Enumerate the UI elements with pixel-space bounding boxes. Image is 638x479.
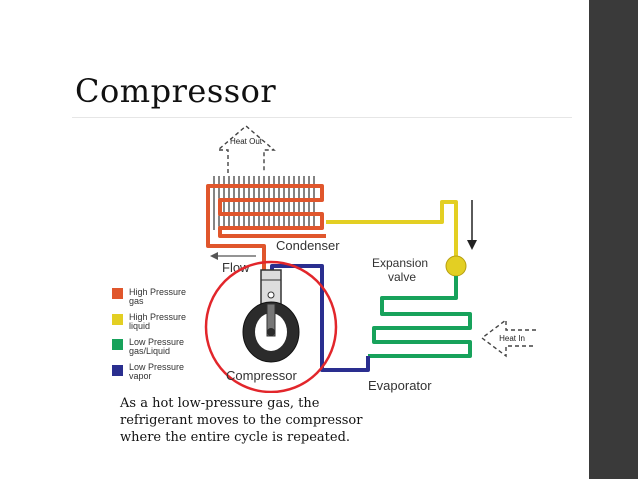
expansion-valve (445, 255, 467, 277)
low-pressure-gas-liquid-pipe (368, 276, 472, 358)
expansion-valve-label-line2: valve (388, 270, 416, 284)
high-pressure-liquid-pipe (326, 200, 458, 258)
heat-out-label: Heat Out (230, 137, 263, 146)
svg-text:Low Pressure: Low Pressure (129, 337, 184, 347)
compressor-unit (242, 269, 300, 363)
caption-box: As a hot low-pressure gas, the refrigera… (116, 393, 416, 457)
slide-title: Compressor (75, 72, 277, 110)
legend-item-high-pressure-liquid: High Pressure liquid (112, 312, 186, 331)
low-pressure-vapor-pipe (270, 264, 370, 372)
legend-item-low-pressure-gas-liquid: Low Pressure gas/Liquid (112, 337, 184, 356)
legend-item-low-pressure-vapor: Low Pressure vapor (112, 362, 184, 381)
caption-line: refrigerant moves to the compressor (120, 413, 363, 428)
heat-in-arrow: Heat In (480, 318, 536, 358)
legend-item-high-pressure-gas: High Pressure gas (112, 287, 186, 306)
heat-in-label: Heat In (499, 334, 525, 343)
condenser-label: Condenser (276, 238, 340, 253)
caption-line: where the entire cycle is repeated. (120, 430, 351, 445)
svg-text:liquid: liquid (129, 321, 150, 331)
flow-label: Flow (222, 260, 250, 275)
caption-line: As a hot low-pressure gas, the (120, 396, 320, 411)
svg-text:vapor: vapor (129, 371, 152, 381)
evaporator-label: Evaporator (368, 378, 432, 393)
legend: High Pressure gas High Pressure liquid L… (112, 287, 186, 381)
heat-out-arrow: Heat Out (216, 125, 276, 173)
svg-text:High Pressure: High Pressure (129, 312, 186, 322)
svg-text:High Pressure: High Pressure (129, 287, 186, 297)
svg-text:Low Pressure: Low Pressure (129, 362, 184, 372)
svg-text:gas: gas (129, 296, 144, 306)
compressor-highlight-circle (204, 260, 338, 394)
compressor-label: Compressor (226, 368, 297, 383)
title-divider (72, 117, 572, 118)
flow-indicator: Flow (210, 252, 256, 275)
expansion-valve-label-line1: Expansion (372, 256, 428, 270)
side-bar (589, 0, 638, 479)
svg-text:gas/Liquid: gas/Liquid (129, 346, 170, 356)
flow-direction-arrow (467, 200, 477, 250)
refrigeration-cycle-diagram: Heat Out (112, 125, 536, 394)
high-pressure-gas-pipe (206, 184, 326, 270)
